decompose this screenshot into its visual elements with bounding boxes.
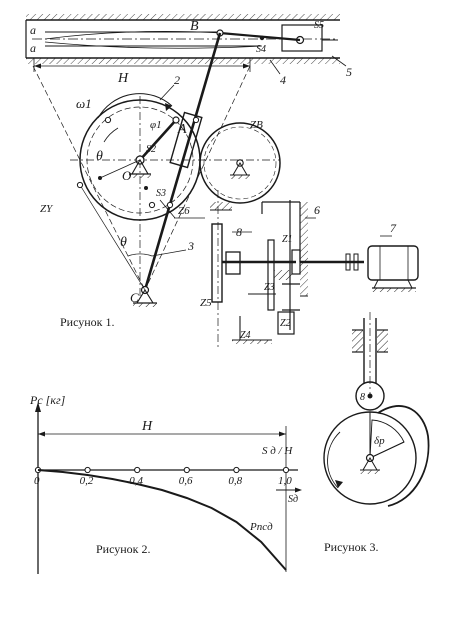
label-a-bottom: a <box>30 41 36 55</box>
tick-point <box>282 466 290 474</box>
h-dimension <box>38 426 287 572</box>
label-H: H <box>117 71 129 86</box>
tick-label: 0,2 <box>80 475 94 487</box>
tick-point <box>84 466 91 474</box>
center-s4 <box>259 35 265 41</box>
tick-marks <box>34 466 290 474</box>
figure-2 <box>34 402 302 574</box>
label-zy: ZY <box>40 203 54 215</box>
slider-block-2 <box>169 111 203 169</box>
label-theta-lower: θ <box>120 235 127 250</box>
label-s2: S2 <box>146 144 156 155</box>
label-8: 8 <box>236 225 242 239</box>
label-z1: Z1 <box>282 234 293 245</box>
figure-3 <box>323 312 430 507</box>
label-O: O <box>122 168 132 183</box>
tick-label: 0,8 <box>228 475 242 487</box>
label-5: 5 <box>346 65 352 79</box>
tick-point <box>183 466 190 474</box>
label-B: B <box>190 19 199 34</box>
caption-figure-2: Рисунок 2. <box>96 542 151 556</box>
gear-zb <box>199 122 281 204</box>
fig3-label-8: 8 <box>360 392 365 403</box>
label-2: 2 <box>174 73 180 87</box>
cam-profile <box>377 405 430 507</box>
fig2-sd-label: Sд <box>288 494 298 505</box>
label-a-top: a <box>30 23 36 37</box>
label-A: A <box>177 122 187 137</box>
label-s4: S4 <box>256 44 266 55</box>
stroke-dimension <box>33 58 251 72</box>
fig3-label-delta: δр <box>374 435 385 447</box>
label-z3: Z3 <box>264 282 275 293</box>
label-3: 3 <box>187 239 194 253</box>
label-z4: Z4 <box>240 330 251 341</box>
tick-point <box>134 466 141 474</box>
tick-label: 1,0 <box>278 475 292 487</box>
tick-label: 0,6 <box>179 475 193 487</box>
caption-figure-1: Рисунок 1. <box>60 315 115 329</box>
fig2-y-label: Pc [кг] <box>29 393 66 407</box>
follower-rod <box>352 312 388 394</box>
joint-A <box>172 116 180 124</box>
label-theta-upper: θ <box>96 149 103 164</box>
link-4 <box>219 31 301 42</box>
slider-5 <box>281 24 338 52</box>
label-s5: S5 <box>314 20 324 31</box>
label-omega1: ω1 <box>76 96 92 111</box>
tick-labels: 0 0,2 0,4 0,6 0,8 1,0 <box>34 475 292 487</box>
tick-point <box>233 466 240 474</box>
fig2-p-label: Pпсд <box>249 521 273 533</box>
cam-pivot <box>360 453 380 474</box>
label-zb: ZB <box>250 119 263 131</box>
label-z2: Z2 <box>280 318 291 329</box>
roller-8 <box>355 381 385 411</box>
tick-label: 0 <box>34 475 40 487</box>
fig2-h-label: H <box>141 419 153 434</box>
motor-7 <box>367 245 419 292</box>
label-s3: S3 <box>156 188 166 199</box>
label-C: C <box>130 290 139 305</box>
tick-label: 0,4 <box>129 475 143 487</box>
pivot-O <box>129 155 151 178</box>
gearbox <box>210 190 364 350</box>
caption-figure-3: Рисунок 3. <box>324 540 379 554</box>
label-z5: Z5 <box>200 297 212 309</box>
crank-oa <box>139 119 177 161</box>
force-curve <box>37 469 287 571</box>
label-7: 7 <box>390 221 397 235</box>
label-z6: Z6 <box>178 205 190 217</box>
figure-1 <box>25 14 419 350</box>
label-4: 4 <box>280 73 286 87</box>
fig2-ratio-label: S д / H <box>262 445 293 457</box>
label-phi1: φ1 <box>150 119 162 131</box>
label-6: 6 <box>314 203 320 217</box>
